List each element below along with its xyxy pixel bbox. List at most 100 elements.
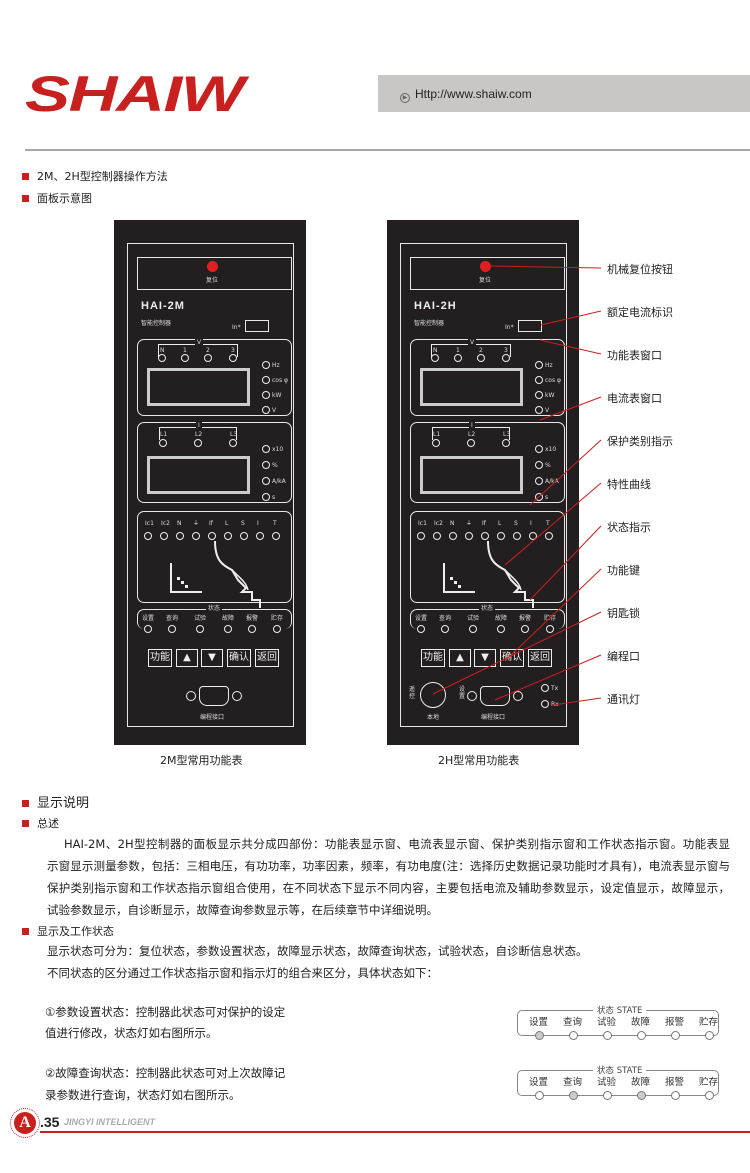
protection-label: S bbox=[241, 520, 245, 527]
programming-port[interactable] bbox=[480, 686, 510, 706]
protection-led bbox=[449, 532, 457, 540]
protection-led bbox=[208, 532, 216, 540]
voltage-title: V bbox=[195, 339, 204, 346]
key-confirm[interactable]: 确认 bbox=[227, 649, 251, 667]
protection-label: Ic1 bbox=[145, 520, 154, 527]
state-label: 贮存 bbox=[271, 615, 284, 622]
current-unit-led bbox=[262, 445, 270, 453]
callout-line bbox=[487, 265, 602, 269]
website-bar: ▶Http://www.shaiw.com bbox=[378, 75, 750, 112]
overview-heading-text: 总述 bbox=[37, 817, 59, 830]
characteristic-curve-icon bbox=[443, 540, 534, 608]
current-display bbox=[420, 456, 523, 494]
model-label: HAI-2H bbox=[414, 300, 457, 312]
key-return[interactable]: 返回 bbox=[528, 649, 552, 667]
protection-label: T bbox=[273, 520, 277, 527]
state-led bbox=[469, 625, 477, 633]
protection-led bbox=[465, 532, 473, 540]
key-function[interactable]: 功能 bbox=[421, 649, 445, 667]
overview-heading: 总述 bbox=[22, 815, 59, 831]
key-down[interactable]: ▼ bbox=[201, 649, 223, 667]
paragraph-line: 保护类别指示窗和工作状态指示窗组合使用，在不同状态下显示不同内容，主要包括电流及… bbox=[47, 881, 730, 895]
state-label: 查询 bbox=[166, 615, 179, 622]
key-up[interactable]: ▲ bbox=[176, 649, 198, 667]
panel-heading: 面板示意图 bbox=[22, 190, 92, 206]
state-label: 查询 bbox=[563, 1077, 583, 1088]
reset-button[interactable] bbox=[480, 261, 491, 272]
state-led bbox=[671, 1091, 680, 1100]
characteristic-curve-icon bbox=[170, 540, 261, 608]
voltage-phase-label: N bbox=[160, 347, 165, 354]
key-function[interactable]: 功能 bbox=[148, 649, 172, 667]
protection-label: T bbox=[546, 520, 550, 527]
voltage-phase-label: 1 bbox=[183, 347, 187, 354]
programming-port[interactable] bbox=[199, 686, 229, 706]
bullet-square-icon bbox=[22, 173, 29, 180]
key-up[interactable]: ▲ bbox=[449, 649, 471, 667]
callout-label: 功能表窗口 bbox=[607, 349, 662, 362]
voltage-unit-label: cos φ bbox=[272, 377, 288, 384]
current-title: I bbox=[196, 422, 202, 429]
work-heading-text: 显示及工作状态 bbox=[37, 925, 114, 938]
key-return[interactable]: 返回 bbox=[255, 649, 279, 667]
chapter-badge: A bbox=[14, 1112, 36, 1134]
current-display bbox=[147, 456, 250, 494]
footer-line bbox=[40, 1131, 750, 1133]
protection-led bbox=[417, 532, 425, 540]
voltage-phase-led bbox=[229, 354, 237, 362]
callout-label: 特性曲线 bbox=[607, 478, 651, 491]
callout-line bbox=[540, 310, 602, 326]
rated-current-box bbox=[245, 320, 269, 332]
voltage-phase-led bbox=[158, 354, 166, 362]
item-line: ②故障查询状态：控制器此状态可对上次故障记 bbox=[45, 1066, 286, 1080]
protection-label: Ic2 bbox=[161, 520, 170, 527]
voltage-unit-label: kW bbox=[272, 392, 282, 399]
protection-label: I bbox=[257, 520, 259, 527]
state-title: 状态 STATE bbox=[593, 1064, 647, 1076]
state-label: 查询 bbox=[439, 615, 452, 622]
voltage-unit-label: kW bbox=[545, 392, 555, 399]
protection-led bbox=[176, 532, 184, 540]
state-label: 贮存 bbox=[699, 1017, 719, 1028]
display-heading: 显示说明 bbox=[22, 792, 89, 811]
protection-label: I bbox=[530, 520, 532, 527]
port-nut-icon bbox=[186, 691, 196, 701]
voltage-phase-label: 1 bbox=[456, 347, 460, 354]
voltage-unit-label: Hz bbox=[545, 362, 553, 369]
protection-led bbox=[433, 532, 441, 540]
key-confirm[interactable]: 确认 bbox=[500, 649, 524, 667]
port-nut-icon bbox=[513, 691, 523, 701]
paragraph-line: 试验参数显示，自诊断显示，故障查询参数显示等，在后续章节中详细说明。 bbox=[47, 903, 438, 917]
state-title: 状态 bbox=[479, 605, 496, 612]
shaiw-logo: SHAIW bbox=[25, 66, 245, 122]
state-label: 设置 bbox=[142, 615, 155, 622]
website-url[interactable]: Http://www.shaiw.com bbox=[415, 87, 532, 101]
protection-label: N bbox=[177, 520, 182, 527]
page-number: .35 bbox=[40, 1114, 60, 1130]
current-window bbox=[410, 422, 565, 503]
callout-label: 机械复位按钮 bbox=[607, 263, 673, 276]
tx-led bbox=[541, 684, 549, 692]
callout-line bbox=[494, 654, 602, 701]
current-phase-led bbox=[159, 439, 167, 447]
key-lock[interactable] bbox=[420, 682, 446, 708]
callout-label: 钥匙锁 bbox=[607, 607, 640, 620]
reset-button[interactable] bbox=[207, 261, 218, 272]
current-phase-label: L1 bbox=[160, 431, 168, 438]
callout-line bbox=[552, 697, 602, 706]
paragraph-line: 示窗显示测量参数，包括：三相电压，有功功率，功率因素，频率，有功电度(注：选择历… bbox=[47, 859, 730, 873]
panel-frame bbox=[400, 243, 567, 727]
state-label: 查询 bbox=[563, 1017, 583, 1028]
protection-led bbox=[192, 532, 200, 540]
voltage-phase-led bbox=[477, 354, 485, 362]
remote-label: 遥控 bbox=[409, 686, 416, 700]
current-phase-label: L2 bbox=[195, 431, 203, 438]
key-down[interactable]: ▼ bbox=[474, 649, 496, 667]
current-unit-led bbox=[262, 477, 270, 485]
state-label: 报警 bbox=[246, 615, 259, 622]
port-nut-icon bbox=[232, 691, 242, 701]
voltage-unit-led bbox=[535, 391, 543, 399]
voltage-phase-label: N bbox=[433, 347, 438, 354]
